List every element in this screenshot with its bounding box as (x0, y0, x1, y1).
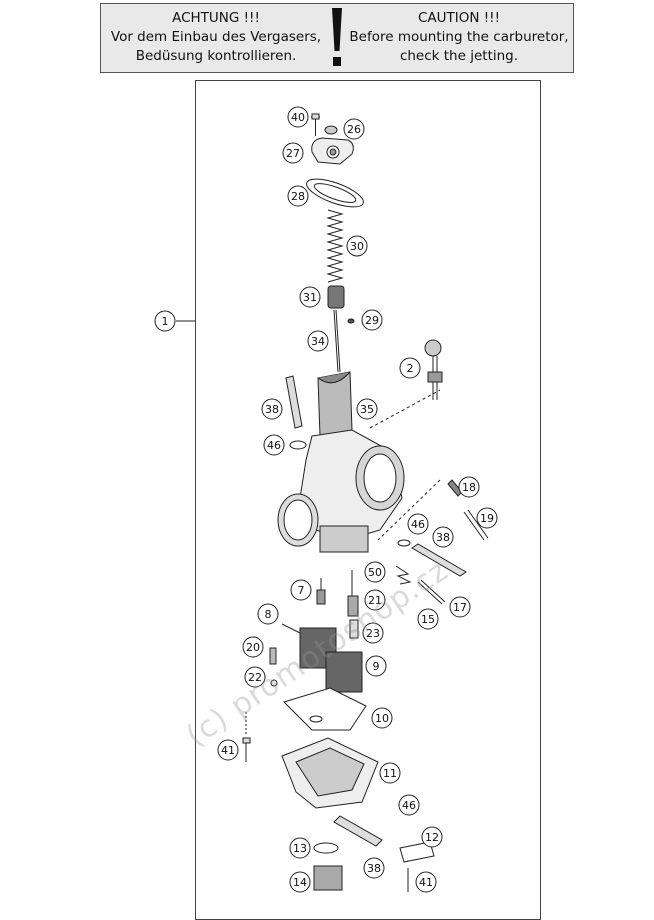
callout-number-11: 11 (383, 767, 397, 780)
callout-circle (398, 794, 420, 816)
callout-number-38: 38 (265, 403, 279, 416)
callout-number-8: 8 (265, 608, 272, 621)
callout-number-9: 9 (373, 660, 380, 673)
warning-title-de: ACHTUNG !!! (172, 10, 260, 26)
callout-circle (290, 579, 312, 601)
callout-number-46: 46 (402, 799, 416, 812)
callout-number-38: 38 (436, 531, 450, 544)
callout-circle (417, 608, 439, 630)
callout-circle (399, 357, 421, 379)
callout-circle (343, 118, 365, 140)
callout-circle (364, 589, 386, 611)
callout-number-46: 46 (411, 518, 425, 531)
callout-circle (244, 666, 266, 688)
callout-circle (287, 185, 309, 207)
callout-circle (282, 142, 304, 164)
callout-circle (415, 871, 437, 893)
callout-circle (242, 636, 264, 658)
callout-circle (154, 310, 176, 332)
callout-number-20: 20 (246, 641, 260, 654)
callout-number-23: 23 (366, 627, 380, 640)
warning-line1-de: Vor dem Einbau des Vergasers, (110, 29, 322, 45)
callout-circle (476, 507, 498, 529)
callout-circle (362, 622, 384, 644)
carburetor-body (277, 389, 441, 553)
callout-number-18: 18 (462, 481, 476, 494)
warning-line2-en: check the jetting. (399, 48, 519, 64)
warning-title-en: CAUTION !!! (417, 10, 501, 26)
callout-number-50: 50 (368, 566, 382, 579)
callout-number-38: 38 (367, 862, 381, 875)
callout-number-26: 26 (347, 123, 361, 136)
callout-circle (287, 106, 309, 128)
callout-number-14: 14 (293, 876, 307, 889)
callout-circle (379, 762, 401, 784)
callout-number-17: 17 (453, 601, 467, 614)
callout-circle (361, 309, 383, 331)
callout-number-31: 31 (303, 291, 317, 304)
callout-number-40: 40 (291, 111, 305, 124)
warning-english: CAUTION !!! Before mounting the carburet… (346, 9, 572, 66)
callout-number-22: 22 (248, 671, 262, 684)
callout-circle (371, 707, 393, 729)
callout-number-41: 41 (419, 876, 433, 889)
caution-banner: ACHTUNG !!! Vor dem Einbau des Vergasers… (100, 3, 574, 73)
callout-circle (346, 235, 368, 257)
callout-circle (257, 603, 279, 625)
callout-circle (363, 857, 385, 879)
callout-circle (364, 561, 386, 583)
callout-circle (432, 526, 454, 548)
callout-number-13: 13 (293, 842, 307, 855)
float-bowl (281, 737, 379, 809)
callout-number-12: 12 (425, 831, 439, 844)
exclamation-icon (332, 8, 342, 66)
callout-circle (407, 513, 429, 535)
callout-number-15: 15 (421, 613, 435, 626)
callout-number-46: 46 (267, 439, 281, 452)
callout-circle (449, 596, 471, 618)
callout-number-10: 10 (375, 712, 389, 725)
callout-circle (365, 655, 387, 677)
slide-spring (326, 209, 344, 283)
callout-number-34: 34 (311, 335, 325, 348)
callout-circle (299, 286, 321, 308)
callout-number-7: 7 (298, 584, 305, 597)
warning-line2-de: Bedüsung kontrollieren. (135, 48, 297, 64)
callout-number-28: 28 (291, 190, 305, 203)
callout-circle (421, 826, 443, 848)
callout-number-2: 2 (407, 362, 414, 375)
callout-number-21: 21 (368, 594, 382, 607)
callout-circle (263, 434, 285, 456)
callout-assembly: 1 (162, 315, 169, 328)
warning-line1-en: Before mounting the carburetor, (349, 29, 569, 45)
callout-circle (261, 398, 283, 420)
callout-circle (356, 398, 378, 420)
callout-number-19: 19 (480, 512, 494, 525)
callout-number-35: 35 (360, 403, 374, 416)
callout-number-41: 41 (221, 744, 235, 757)
callout-circle (458, 476, 480, 498)
callout-circle (217, 739, 239, 761)
callout-circle (289, 871, 311, 893)
callout-circle (289, 837, 311, 859)
callout-number-27: 27 (286, 147, 300, 160)
callout-circle (307, 330, 329, 352)
callout-number-30: 30 (350, 240, 364, 253)
warning-german: ACHTUNG !!! Vor dem Einbau des Vergasers… (105, 9, 327, 66)
callout-number-29: 29 (365, 314, 379, 327)
